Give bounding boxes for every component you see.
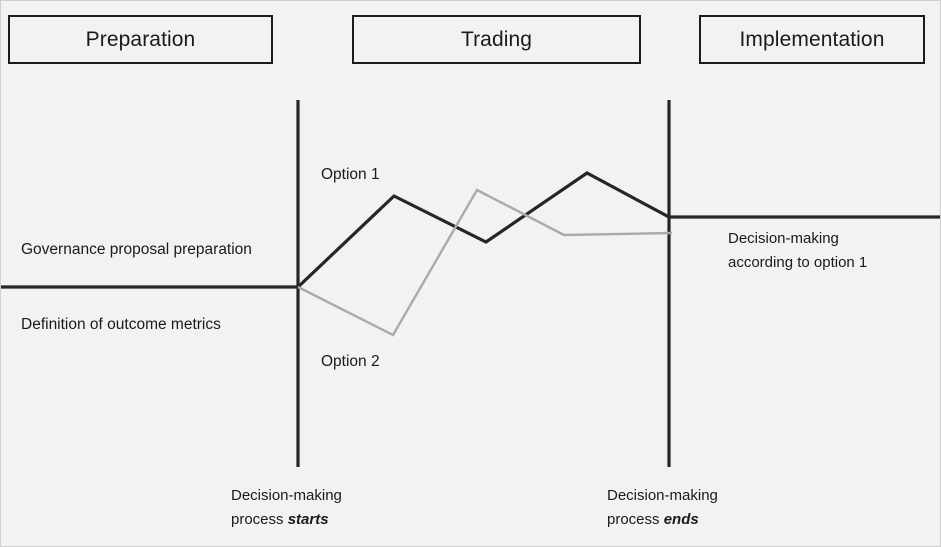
annotation-start-line-2: process starts: [231, 508, 342, 532]
line-option-2: [297, 188, 673, 337]
annotation-option-2: Option 2: [321, 353, 380, 370]
annotation-governance-proposal: Governance proposal preparation: [21, 241, 252, 258]
annotation-end-emphasis: ends: [663, 511, 699, 528]
annotation-decision-right-line-2: according to option 1: [728, 254, 868, 271]
phase-box-implementation: Implementation: [699, 15, 925, 64]
phase-label-implementation: Implementation: [739, 27, 885, 51]
annotation-start-emphasis: starts: [287, 511, 329, 528]
phase-label-preparation: Preparation: [85, 27, 196, 51]
annotation-outcome-metrics: Definition of outcome metrics: [21, 316, 221, 333]
phase-label-trading: Trading: [460, 27, 533, 51]
annotation-end-line-1: Decision-making: [607, 487, 718, 504]
annotation-end-line-2: process ends: [607, 508, 718, 532]
annotation-end-prefix: process: [607, 511, 664, 528]
annotation-process-ends: Decision-making process ends: [607, 484, 718, 532]
phase-box-preparation: Preparation: [8, 15, 273, 64]
annotation-option-1: Option 1: [321, 166, 380, 183]
annotation-decision-right-line-1: Decision-making: [728, 230, 839, 247]
annotation-process-starts: Decision-making process starts: [231, 484, 342, 532]
annotation-start-prefix: process: [231, 511, 288, 528]
annotation-decision-according-to-option-1: Decision-making according to option 1: [728, 227, 867, 275]
phase-box-trading: Trading: [352, 15, 641, 64]
annotation-start-line-1: Decision-making: [231, 487, 342, 504]
